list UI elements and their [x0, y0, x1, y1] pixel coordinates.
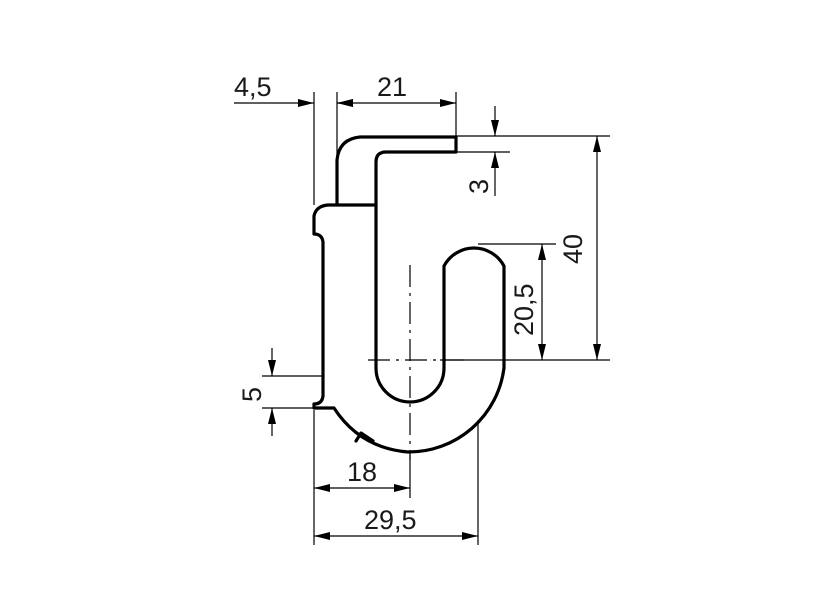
hook-profile [312, 135, 506, 454]
arrowheads [268, 99, 601, 540]
dimension-label-3: 3 [464, 179, 494, 194]
notch-tab [354, 431, 375, 443]
hook-outline [312, 135, 506, 454]
dimension-label-29-5: 29,5 [364, 505, 417, 535]
dimension-label-40: 40 [558, 234, 588, 264]
dimension-label-18: 18 [347, 457, 377, 487]
dimension-labels: 4,5 21 3 40 20,5 5 18 29,5 [234, 72, 588, 535]
center-lines [368, 265, 470, 460]
dimension-label-20-5: 20,5 [509, 283, 539, 336]
extension-lines [262, 92, 610, 545]
dimension-label-21: 21 [377, 72, 407, 102]
dimension-label-5: 5 [237, 387, 267, 402]
dimension-label-4-5: 4,5 [234, 72, 272, 102]
dimension-lines [234, 102, 598, 537]
